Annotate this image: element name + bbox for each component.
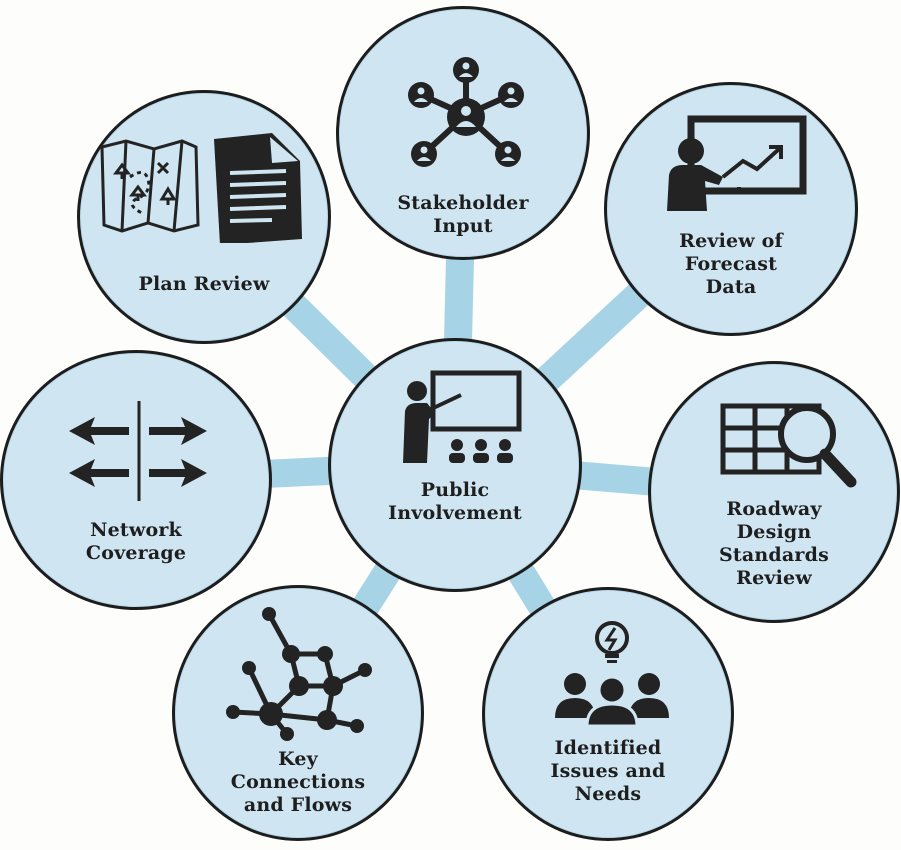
node-network-coverage: Network Coverage <box>0 350 272 610</box>
node-review-forecast-data: Review of Forecast Data <box>604 82 858 336</box>
network-people-icon <box>408 57 524 167</box>
node-label: Network Coverage <box>85 519 187 564</box>
teacher-presentation-icon <box>403 370 522 463</box>
map-document-icon <box>100 133 302 243</box>
bidirectional-arrows-icon <box>69 401 207 501</box>
node-roadway-design-standards-review: Roadway Design Standards Review <box>648 361 900 623</box>
group-lightbulb-icon <box>555 621 669 728</box>
grid-magnifier-icon <box>720 403 857 488</box>
node-stakeholder-input: Stakeholder Input <box>336 6 590 260</box>
node-plan-review: Plan Review <box>77 90 331 344</box>
presenter-chart-icon <box>667 115 807 211</box>
center-label: Public Involvement <box>388 479 522 524</box>
node-identified-issues-needs: Identified Issues and Needs <box>482 587 734 841</box>
node-key-connections-flows: Key Connections and Flows <box>172 585 424 841</box>
node-label: Roadway Design Standards Review <box>718 498 829 589</box>
node-public-involvement: Public Involvement <box>328 338 582 592</box>
molecule-network-icon <box>226 607 372 741</box>
node-label: Stakeholder Input <box>397 192 529 237</box>
node-label: Plan Review <box>138 273 270 295</box>
node-label: Review of Forecast Data <box>679 230 783 298</box>
node-label: Key Connections and Flows <box>230 748 366 816</box>
node-label: Identified Issues and Needs <box>550 737 666 805</box>
